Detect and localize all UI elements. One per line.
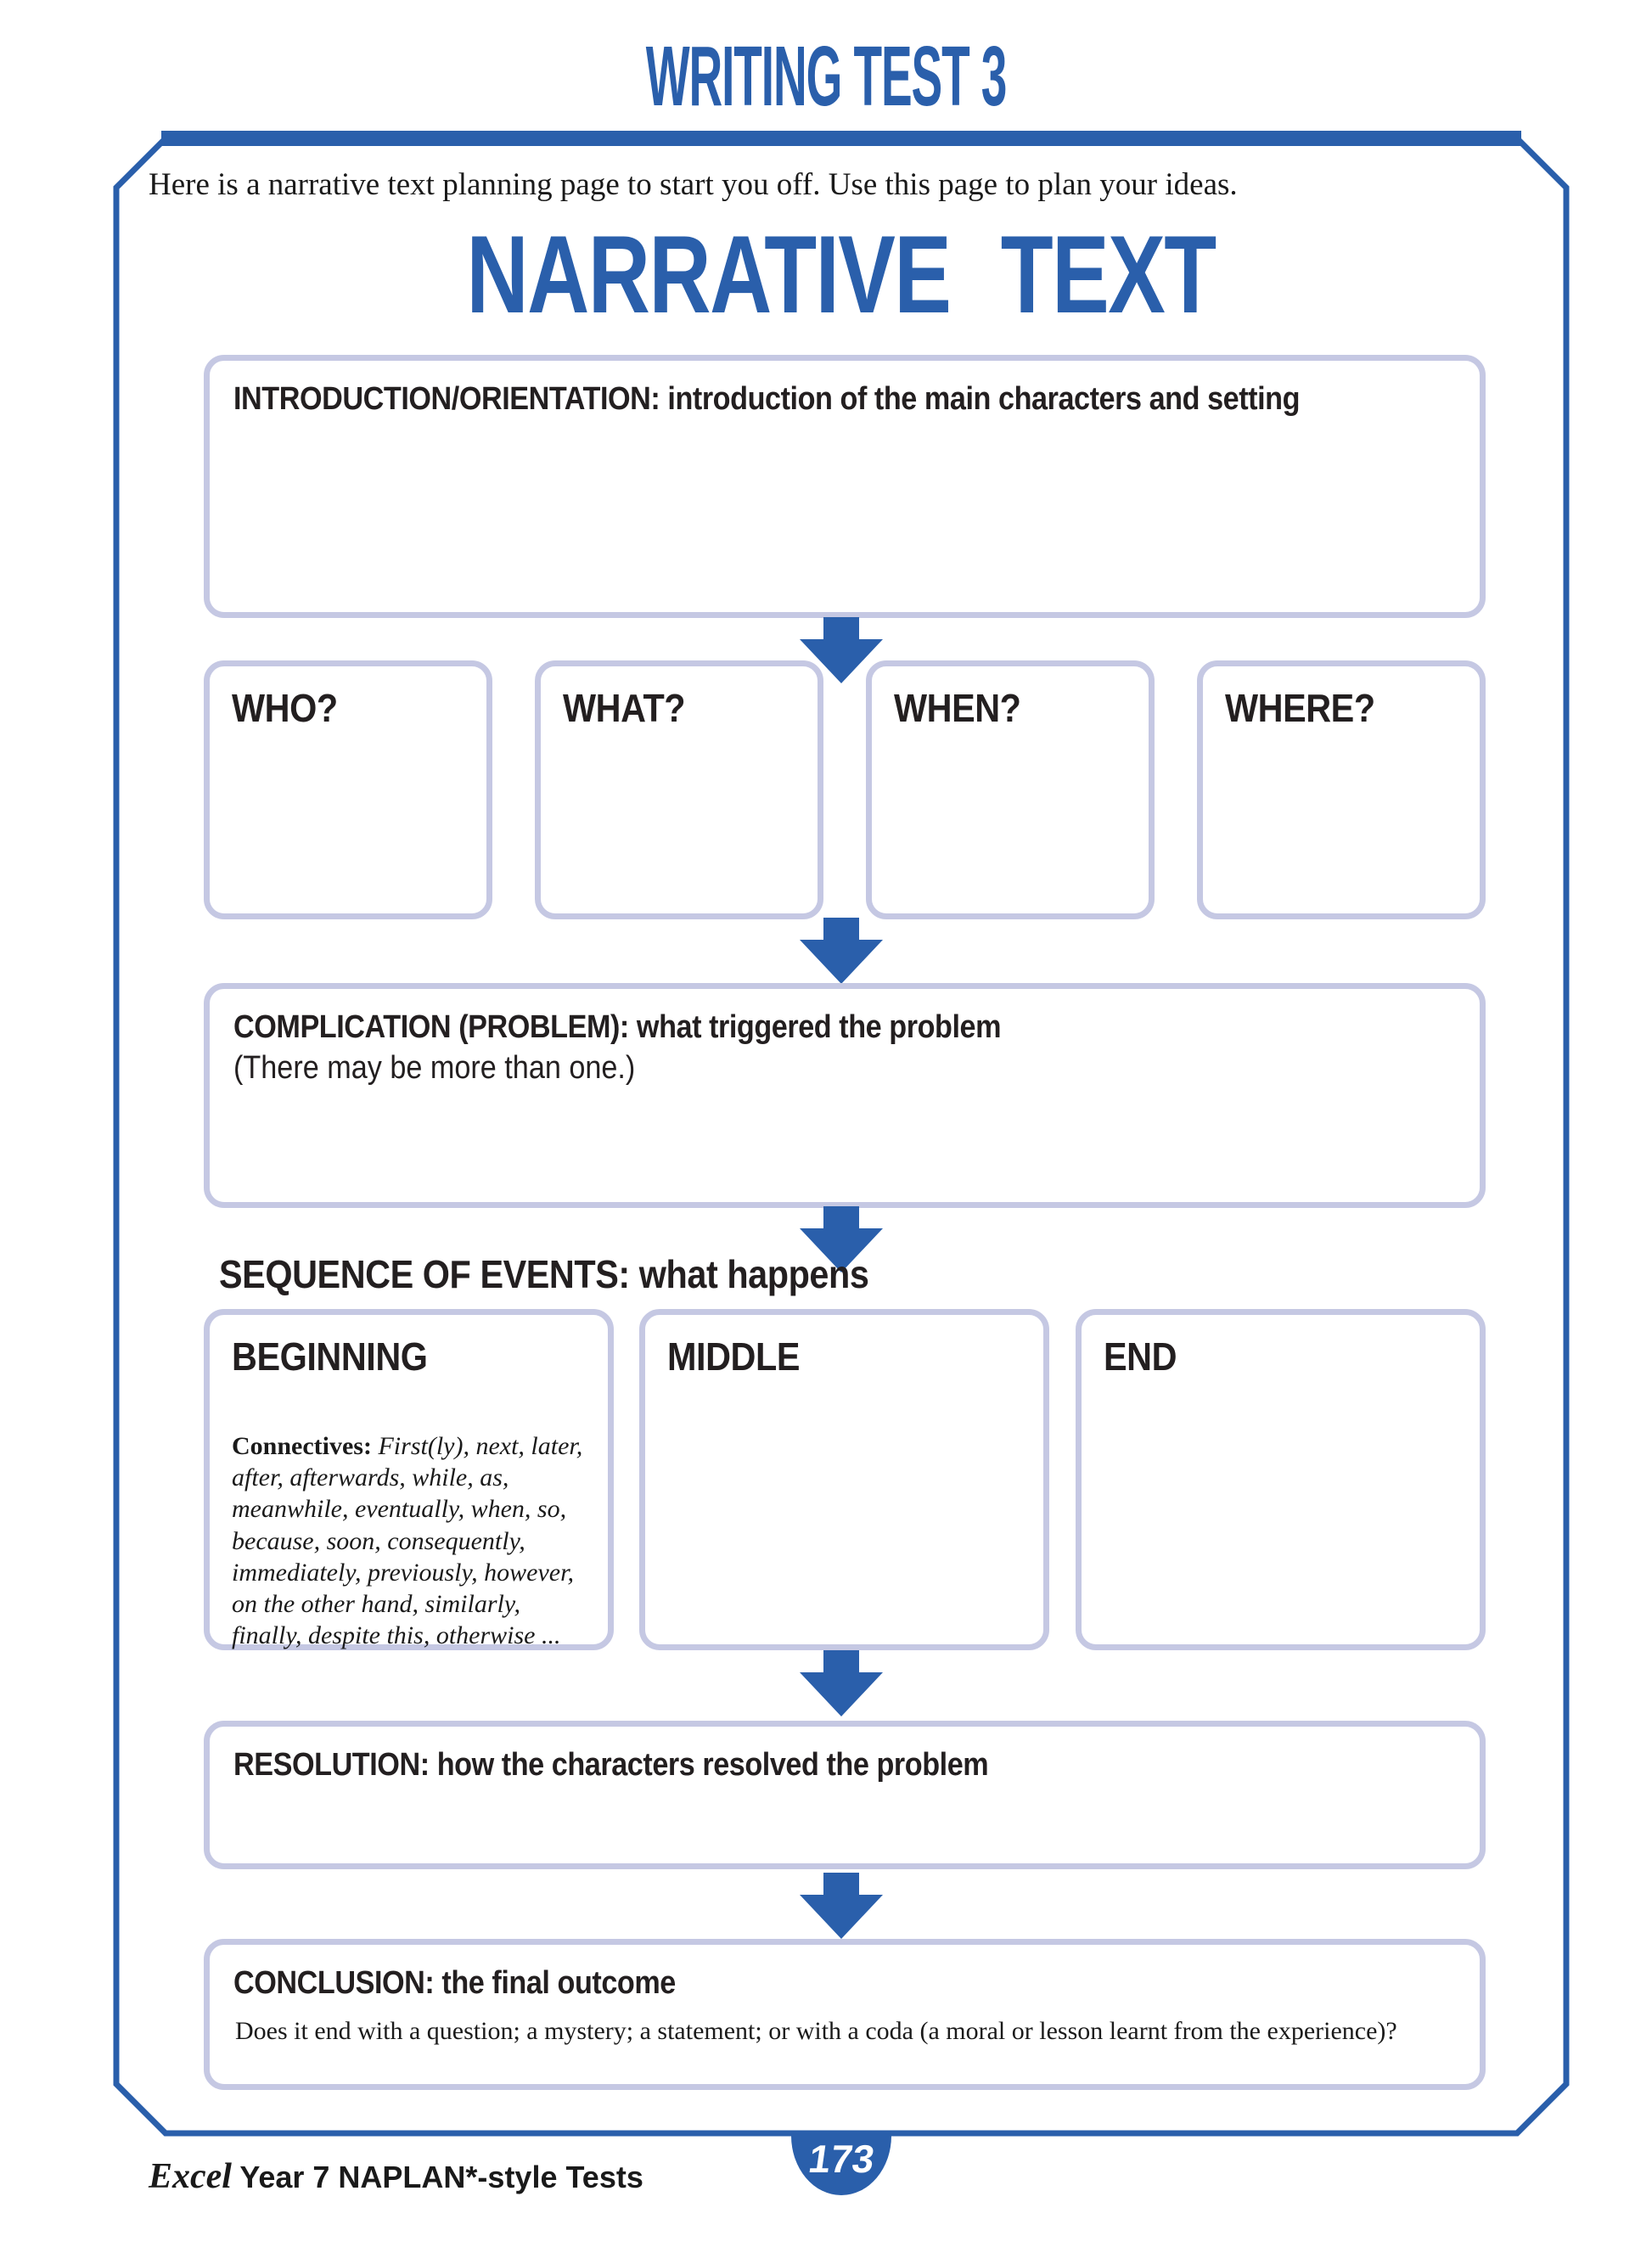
beginning-label: BEGINNING bbox=[232, 1334, 428, 1379]
middle-box: MIDDLE bbox=[639, 1309, 1049, 1650]
resolution-label-sub: how the characters resolved the problem bbox=[429, 1747, 989, 1783]
sequence-heading: SEQUENCE OF EVENTS: what happens bbox=[219, 1251, 869, 1297]
down-arrow-icon bbox=[800, 918, 883, 984]
connectives-list: First(ly), next, later, after, afterward… bbox=[232, 1432, 583, 1650]
instruction-text: Here is a narrative text planning page t… bbox=[149, 167, 1238, 202]
conclusion-box: CONCLUSION: the final outcome Does it en… bbox=[204, 1939, 1486, 2090]
where-box: WHERE? bbox=[1197, 660, 1486, 919]
conclusion-label-lead: CONCLUSION: bbox=[233, 1965, 435, 2001]
complication-note: (There may be more than one.) bbox=[233, 1049, 636, 1086]
page-number: 173 bbox=[805, 2137, 878, 2181]
conclusion-label-sub: the final outcome bbox=[434, 1965, 676, 2001]
resolution-label: RESOLUTION: how the characters resolved … bbox=[233, 1745, 989, 1786]
introduction-label: INTRODUCTION/ORIENTATION: introduction o… bbox=[233, 379, 1300, 420]
complication-label-sub: what triggered the problem bbox=[628, 1009, 1002, 1045]
frame-outline bbox=[113, 135, 1570, 2137]
down-arrow-icon bbox=[800, 1650, 883, 1716]
middle-label: MIDDLE bbox=[667, 1334, 800, 1379]
worksheet-title-text: NARRATIVE TEXT bbox=[466, 212, 1217, 336]
connectives-text: Connectives: First(ly), next, later, aft… bbox=[232, 1430, 592, 1651]
complication-box: COMPLICATION (PROBLEM): what triggered t… bbox=[204, 983, 1486, 1208]
sequence-heading-sub: what happens bbox=[629, 1252, 869, 1296]
worksheet-title: NARRATIVE TEXT bbox=[0, 219, 1652, 329]
down-arrow-icon bbox=[800, 1206, 883, 1272]
complication-label: COMPLICATION (PROBLEM): what triggered t… bbox=[233, 1008, 1002, 1088]
conclusion-label: CONCLUSION: the final outcome bbox=[233, 1963, 676, 2004]
introduction-label-lead: INTRODUCTION/ORIENTATION: bbox=[233, 381, 660, 417]
what-label: WHAT? bbox=[563, 686, 686, 730]
introduction-label-sub: introduction of the main characters and … bbox=[660, 381, 1301, 417]
page-title: WRITING TEST 3 bbox=[0, 34, 1652, 119]
end-label: END bbox=[1104, 1334, 1177, 1379]
resolution-box: RESOLUTION: how the characters resolved … bbox=[204, 1721, 1486, 1869]
conclusion-note: Does it end with a question; a mystery; … bbox=[235, 2017, 1397, 2045]
when-label: WHEN? bbox=[894, 686, 1021, 730]
when-box: WHEN? bbox=[866, 660, 1155, 919]
resolution-label-lead: RESOLUTION: bbox=[233, 1747, 430, 1783]
down-arrow-icon bbox=[800, 1873, 883, 1939]
complication-label-lead: COMPLICATION (PROBLEM): bbox=[233, 1009, 629, 1045]
book-title-excel: Excel bbox=[149, 2157, 232, 2196]
sequence-heading-lead: SEQUENCE OF EVENTS: bbox=[219, 1252, 630, 1296]
book-title: Excel Year 7 NAPLAN*-style Tests bbox=[149, 2156, 643, 2197]
book-title-rest: Year 7 NAPLAN*-style Tests bbox=[231, 2160, 643, 2194]
connectives-label: Connectives: bbox=[232, 1432, 372, 1460]
end-box: END bbox=[1076, 1309, 1486, 1650]
who-label: WHO? bbox=[232, 686, 338, 730]
page-title-text: WRITING TEST 3 bbox=[645, 29, 1008, 124]
where-label: WHERE? bbox=[1225, 686, 1375, 730]
what-box: WHAT? bbox=[535, 660, 823, 919]
down-arrow-icon bbox=[800, 617, 883, 683]
introduction-box: INTRODUCTION/ORIENTATION: introduction o… bbox=[204, 355, 1486, 618]
who-box: WHO? bbox=[204, 660, 492, 919]
beginning-box: BEGINNING Connectives: First(ly), next, … bbox=[204, 1309, 614, 1650]
